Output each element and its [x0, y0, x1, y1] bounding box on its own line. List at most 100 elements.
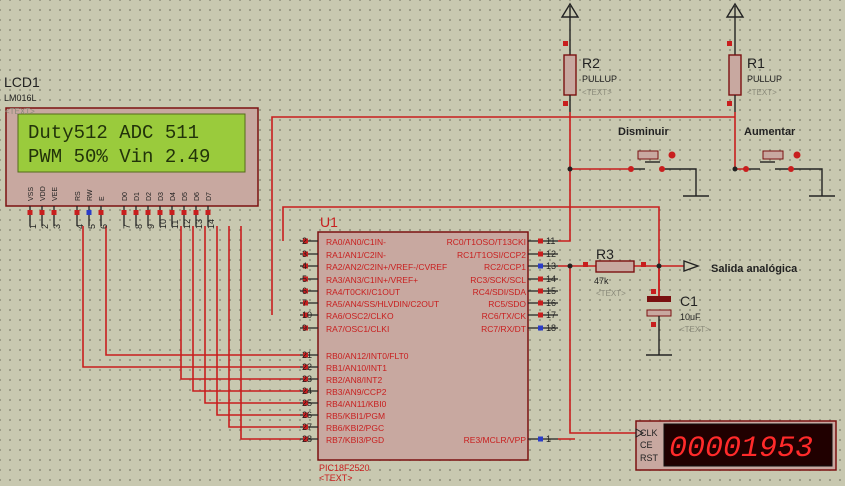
output-label: Salida analógica	[711, 263, 798, 275]
mcu-right-pin-label: RE3/MCLR/VPP	[464, 435, 527, 445]
button-aumentar[interactable]	[743, 150, 801, 172]
r1-value: PULLUP	[747, 74, 782, 84]
mcu-right-pin-number: 1	[546, 434, 551, 444]
lcd-pin-number: 11	[170, 220, 180, 229]
mcu-text: <TEXT>	[319, 473, 353, 483]
mcu-right-pin-number: 18	[546, 323, 556, 333]
mcu-pin-marker	[303, 388, 308, 394]
lcd-pin-number: 8	[134, 224, 144, 229]
mcu-pin-marker	[538, 288, 543, 294]
mcu-left-pin-label: RB5/KBI1/PGM	[326, 411, 385, 421]
mcu-pin-marker	[303, 325, 308, 331]
c1-ref: C1	[680, 293, 698, 309]
mcu-right-pin-label: RC6/TX/CK	[482, 311, 527, 321]
mcu-left-pin-number: 3	[302, 249, 307, 259]
button-label-aumentar: Aumentar	[744, 126, 796, 138]
lcd-pin-marker	[74, 210, 80, 215]
lcd-model: LM016L	[4, 93, 37, 103]
lcd-pin-name: D1	[134, 192, 141, 201]
mcu-left-pin-number: 5	[302, 274, 307, 284]
mcu-pin-marker	[303, 400, 308, 406]
lcd-text-placeholder: <TEXT>	[5, 107, 35, 116]
mcu-left-pin-label: RA0/AN0/C1IN-	[326, 237, 386, 247]
mcu-pin-marker	[303, 251, 308, 257]
lcd-pin-marker	[121, 210, 127, 215]
button-disminuir[interactable]	[628, 150, 676, 172]
mcu-pin-marker	[303, 263, 308, 269]
mcu-right-pin-label: RC1/T1OSI/CCP2	[457, 250, 526, 260]
mcu-right-pin-label: RC4/SDI/SDA	[473, 287, 527, 297]
lcd-pin-marker	[39, 210, 45, 215]
mcu-left-pin-number: 7	[302, 298, 307, 308]
mcu-left-pin-label: RB7/KBI3/PGD	[326, 435, 384, 445]
lcd-pin-name: D5	[182, 192, 189, 201]
lcd-module: VSS1VDD2VEE3RS4RW5E6D07D18D29D310D411D51…	[5, 107, 259, 229]
mcu-pin-marker	[303, 312, 308, 318]
lcd-ref: LCD1	[4, 74, 40, 90]
lcd-pin-marker	[51, 210, 57, 215]
mcu-right-pin-label: RC2/CCP1	[484, 262, 526, 272]
mcu-ref: U1	[320, 214, 338, 230]
lcd-pin-marker	[193, 210, 199, 215]
resistor-r2	[563, 41, 577, 112]
r3-ref: R3	[596, 246, 614, 262]
lcd-pin-marker	[86, 210, 92, 215]
lcd-pin-number: 4	[75, 224, 85, 229]
lcd-line-1: Duty512 ADC 511	[28, 122, 199, 144]
mcu-pin-marker	[303, 238, 308, 244]
mcu-pin-marker	[303, 364, 308, 370]
mcu-left-pin-number: 28	[302, 434, 312, 444]
mcu-pin-marker	[303, 288, 308, 294]
mcu-left-pin-label: RB1/AN10/INT1	[326, 363, 387, 373]
lcd-pin-marker	[145, 210, 151, 215]
mcu-left-pin-label: RA5/AN4/SS/HLVDIN/C2OUT	[326, 299, 439, 309]
lcd-pin-name: VEE	[52, 187, 59, 201]
lcd-pin-number: 1	[28, 224, 38, 229]
mcu-left-pin-number: 25	[302, 398, 312, 408]
mcu-right-pin-label: RC5/SDO	[488, 299, 526, 309]
r3-value: 47k	[594, 276, 609, 286]
lcd-pin-number: 9	[146, 224, 156, 229]
mcu-left-pin-number: 10	[302, 310, 312, 320]
lcd-pin-marker	[157, 210, 163, 215]
lcd-line-2: PWM 50% Vin 2.49	[28, 146, 210, 168]
mcu-left-pin-number: 23	[302, 374, 312, 384]
capacitor-c1	[646, 289, 672, 340]
mcu-pin-marker	[538, 300, 543, 306]
mcu-right-pin-number: 16	[546, 298, 556, 308]
junctions	[567, 166, 738, 269]
lcd-pin-name: D0	[122, 192, 129, 201]
mcu-left-pin-number: 21	[302, 350, 312, 360]
mcu-right-pin-number: 17	[546, 310, 556, 320]
lcd-pin-name: D3	[158, 192, 165, 201]
lcd-pin-marker	[181, 210, 187, 215]
mcu-right-pin-number: 12	[546, 249, 556, 259]
mcu-left-pin-number: 6	[302, 286, 307, 296]
mcu-left-pin-label: RA7/OSC1/CLKI	[326, 324, 389, 334]
mcu-right-pin-label: RC7/RX/DT	[481, 324, 526, 334]
mcu-right-pin-label: RC0/T1OSO/T13CKI	[447, 237, 526, 247]
mcu-pin-marker	[303, 352, 308, 358]
r2-value: PULLUP	[582, 74, 617, 84]
mcu-left-pin-label: RA3/AN3/C1IN+/VREF+	[326, 275, 418, 285]
mcu-left-pin-label: RA4/T0CKI/C1OUT	[326, 287, 400, 297]
mcu-left-pin-number: 22	[302, 362, 312, 372]
resistor-r3	[583, 260, 646, 273]
mcu-left-pin-number: 27	[302, 422, 312, 432]
mcu-left-pin-label: RA6/OSC2/CLKO	[326, 311, 394, 321]
mcu-left-pin-number: 2	[302, 236, 307, 246]
r2-ref: R2	[582, 55, 600, 71]
mcu-left-pin-label: RB6/KBI2/PGC	[326, 423, 384, 433]
lcd-pin-name: D2	[146, 192, 153, 201]
r1-text: <TEXT>	[747, 88, 777, 97]
mcu-right-pin-number: 14	[546, 274, 556, 284]
lcd-pin-number: 10	[158, 219, 168, 229]
mcu-pin-marker	[303, 412, 308, 418]
counter-pin-clk: CLK	[640, 428, 658, 438]
mcu-left-pin-label: RB4/AN11/KBI0	[326, 399, 387, 409]
lcd-pin-name: D6	[194, 192, 201, 201]
mcu-pin-marker	[303, 436, 308, 442]
mcu-left-pin-number: 24	[302, 386, 312, 396]
lcd-pin-marker	[133, 210, 139, 215]
